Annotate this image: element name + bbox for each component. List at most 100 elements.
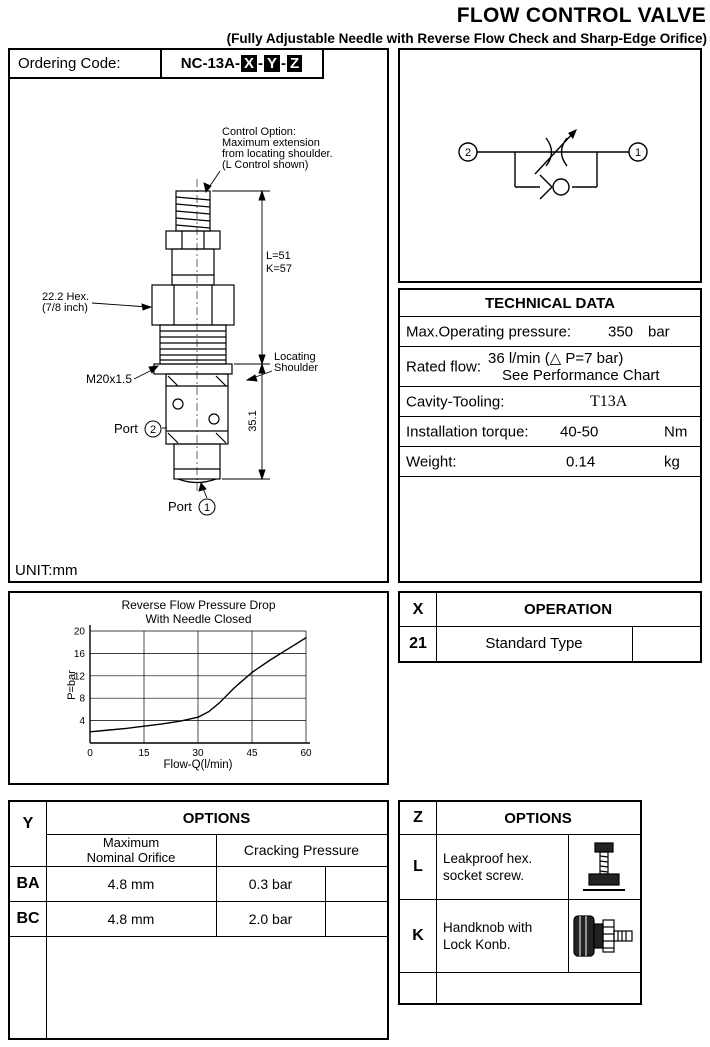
torque-label: Installation torque: [406, 423, 529, 440]
svg-text:30: 30 [192, 748, 204, 759]
control-option-line4: (L Control shown) [222, 159, 308, 171]
z-option-l-description: Leakproof hex. socket screw. [436, 834, 568, 899]
svg-text:45: 45 [246, 748, 258, 759]
handknob-icon [573, 914, 633, 957]
svg-text:16: 16 [74, 649, 86, 660]
k-description-line1: Handknob with [443, 919, 533, 935]
ordering-code-label: Ordering Code: [10, 50, 162, 79]
hydraulic-symbol-panel: 2 1 [398, 48, 702, 283]
valve-drawing: Control Option: Maximum extension from l… [42, 126, 333, 516]
code-y: Y [264, 55, 281, 72]
drawing-annotations: Control Option: Maximum extension from l… [42, 126, 333, 514]
svg-text:12: 12 [74, 671, 86, 682]
weight-unit: kg [664, 453, 680, 470]
operation-header: OPERATION [523, 601, 613, 618]
leader-lines [91, 170, 273, 499]
locating-shoulder-label1: Locating [274, 351, 316, 363]
port1-number: 1 [204, 502, 210, 514]
y-option-code-bc: BC [16, 909, 40, 927]
valve-body [151, 190, 235, 484]
chart-ylabel: P=bar [66, 670, 78, 700]
y-options-subheader-cracking: Cracking Pressure [243, 842, 360, 858]
dim-351-label: 35.1 [247, 410, 259, 431]
dimension-lines [212, 189, 270, 481]
symbol-port2-number: 2 [465, 147, 471, 159]
subheader-orifice-line2: Nominal Orifice [86, 850, 176, 865]
svg-text:20: 20 [74, 627, 86, 638]
z-option-k-description: Handknob with Lock Konb. [436, 899, 568, 972]
chart-title-line2: With Needle Closed [145, 612, 252, 626]
pressure-label: Max.Operating pressure: [406, 323, 572, 340]
tech-row-cavity: Cavity-Tooling: T13A [400, 387, 700, 417]
port2-number: 2 [150, 424, 156, 436]
subheader-orifice-line1: Maximum [102, 835, 160, 850]
ba-orifice-value: 4.8 mm [107, 875, 155, 892]
l-description-line1: Leakproof hex. [443, 850, 533, 866]
rated-flow-note: See Performance Chart [502, 367, 660, 384]
y-option-code-ba: BA [16, 874, 40, 892]
rated-flow-value: 36 l/min (△ P=7 bar) [488, 350, 624, 367]
torque-value: 40-50 [560, 423, 599, 440]
locating-shoulder-label2: Shoulder [274, 362, 318, 374]
z-options-col-z: Z [413, 809, 423, 826]
bc-cracking-value: 2.0 bar [248, 910, 293, 927]
y-options-table: Y OPTIONS Maximum Nominal Orifice Cracki… [8, 800, 389, 1040]
z-option-code-k: K [412, 926, 424, 944]
svg-text:0: 0 [87, 748, 93, 759]
bc-orifice-value: 4.8 mm [107, 910, 155, 927]
tech-row-torque: Installation torque: 40-50 Nm [400, 417, 700, 447]
hydraulic-symbol: 2 1 [458, 129, 648, 200]
control-option-line2: Maximum extension [222, 137, 320, 149]
torque-unit: Nm [664, 423, 688, 440]
code-prefix: NC-13A- [180, 55, 240, 72]
z-option-code-l: L [413, 857, 423, 875]
pressure-value: 350 [608, 323, 634, 340]
technical-data-panel: TECHNICAL DATA Max.Operating pressure: 3… [398, 288, 702, 583]
page-subtitle: (Fully Adjustable Needle with Reverse Fl… [226, 31, 707, 46]
arrow-head [568, 129, 577, 139]
code-z: Z [287, 55, 303, 72]
pressure-unit: bar [648, 323, 670, 340]
control-option-line3: from locating shoulder. [222, 148, 333, 160]
l-description-line2: socket screw. [443, 867, 525, 883]
thread-size-label: M20x1.5 [86, 372, 132, 386]
z-option-l-icon-cell [568, 834, 640, 899]
svg-text:4: 4 [79, 716, 85, 727]
dim-l-label: L=51 [266, 250, 291, 262]
chart-xlabel: Flow-Q(l/min) [163, 759, 233, 771]
page-title: FLOW CONTROL VALVE [456, 4, 706, 27]
y-options-col-y: Y [22, 815, 34, 832]
y-options-header: OPTIONS [182, 809, 251, 827]
z-options-header: OPTIONS [504, 809, 572, 827]
chart-title: Reverse Flow Pressure Drop With Needle C… [10, 598, 387, 626]
tech-row-pressure: Max.Operating pressure: 350 bar [400, 317, 700, 347]
ordering-drawing-panel: Ordering Code: NC-13A-X-Y-Z [8, 48, 389, 583]
code-x: X [240, 55, 257, 72]
dim-k-label: K=57 [266, 263, 292, 275]
hex-size-label: 22.2 Hex. [42, 291, 89, 303]
svg-text:60: 60 [300, 748, 312, 759]
hex-socket-screw-icon [583, 841, 625, 891]
svg-text:8: 8 [79, 694, 85, 705]
symbol-port1-number: 1 [635, 147, 641, 159]
ordering-code-value: NC-13A-X-Y-Z [162, 50, 324, 79]
code-sep1: - [258, 55, 263, 72]
weight-label: Weight: [406, 453, 457, 470]
operation-table: X OPERATION 21 Standard Type [398, 591, 702, 663]
tech-row-rated-flow: Rated flow: 36 l/min (△ P=7 bar) See Per… [400, 347, 700, 387]
tech-row-weight: Weight: 0.14 kg [400, 447, 700, 477]
operation-col-x: X [412, 600, 424, 618]
weight-value: 0.14 [566, 453, 596, 470]
cavity-label: Cavity-Tooling: [406, 393, 505, 410]
port2-label: Port [114, 421, 138, 436]
port-number-circles [144, 420, 216, 516]
rated-flow-label: Rated flow: [406, 358, 482, 375]
performance-chart-panel: Reverse Flow Pressure Drop With Needle C… [8, 591, 389, 785]
ba-cracking-value: 0.3 bar [248, 875, 293, 892]
k-description-line2: Lock Konb. [443, 936, 511, 952]
z-options-table: Z OPTIONS L Leakproof hex. socket screw.… [398, 800, 642, 1005]
z-option-k-icon-cell [568, 899, 640, 972]
chart-title-line1: Reverse Flow Pressure Drop [121, 598, 276, 612]
